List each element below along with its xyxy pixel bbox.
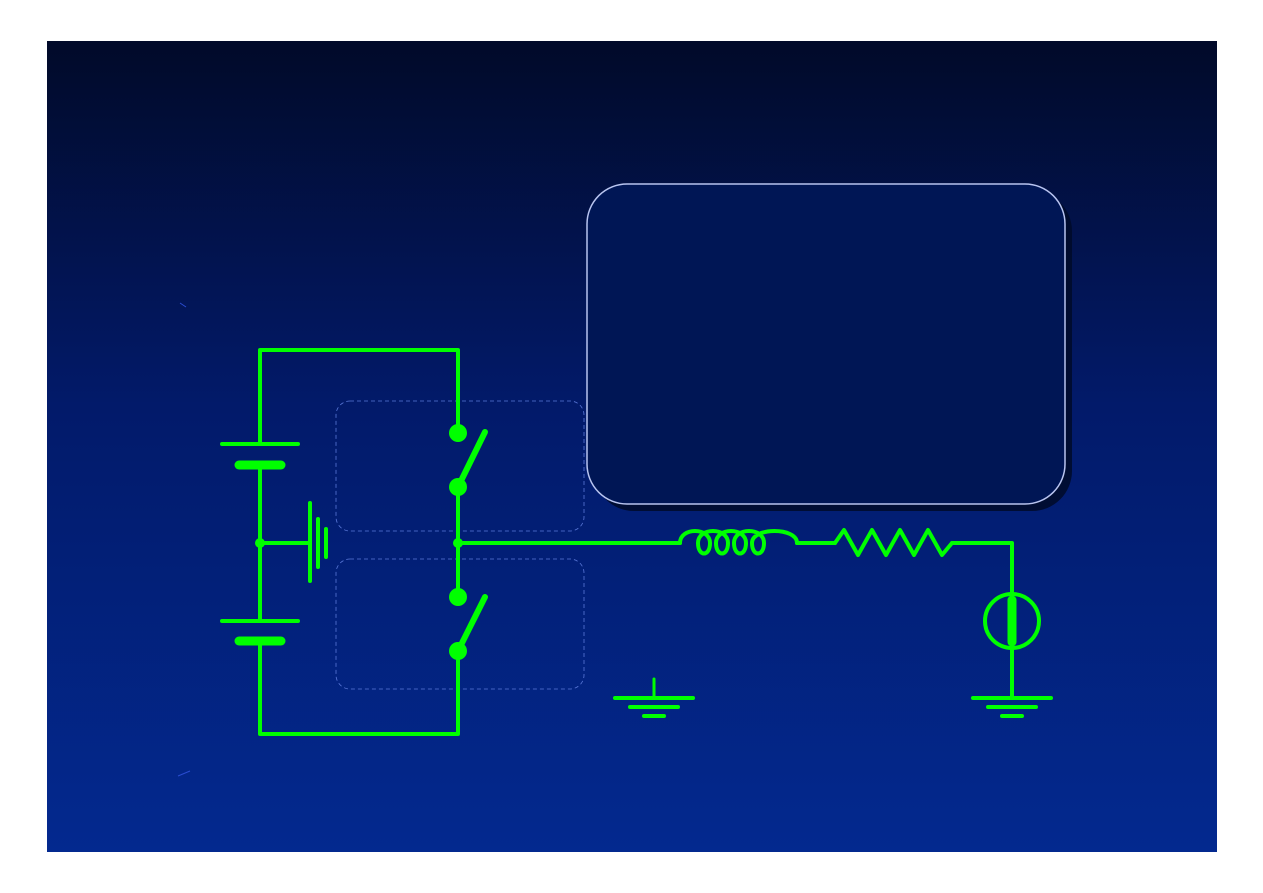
- top-rail-wire: [258, 348, 460, 446]
- switch-lower-icon: [449, 588, 488, 660]
- decorative-mark-top: [179, 302, 187, 308]
- ground-right-icon: [971, 696, 1053, 718]
- battery-top-icon: [220, 442, 300, 470]
- inductor-icon: [678, 529, 799, 556]
- current-source-icon: [983, 592, 1041, 650]
- half-bridge-circuit-diagram: [177, 183, 1072, 777]
- slide: [47, 41, 1217, 852]
- resistor-icon: [833, 528, 954, 557]
- lower-switch-cell: [335, 558, 585, 690]
- upper-switch-cell: [335, 400, 585, 532]
- decorative-mark-bottom: [177, 770, 191, 777]
- resistor-source-wire: [950, 541, 1014, 595]
- capacitor-icon: [308, 501, 328, 583]
- ground-mid-icon: [613, 677, 695, 718]
- bottom-rail-wire: [258, 638, 460, 736]
- battery-bottom-icon: [220, 619, 300, 646]
- switch-upper-icon: [449, 424, 488, 496]
- text-panel: [586, 183, 1066, 505]
- midpoint-junction-dot: [255, 538, 265, 548]
- output-junction-dot: [453, 538, 463, 548]
